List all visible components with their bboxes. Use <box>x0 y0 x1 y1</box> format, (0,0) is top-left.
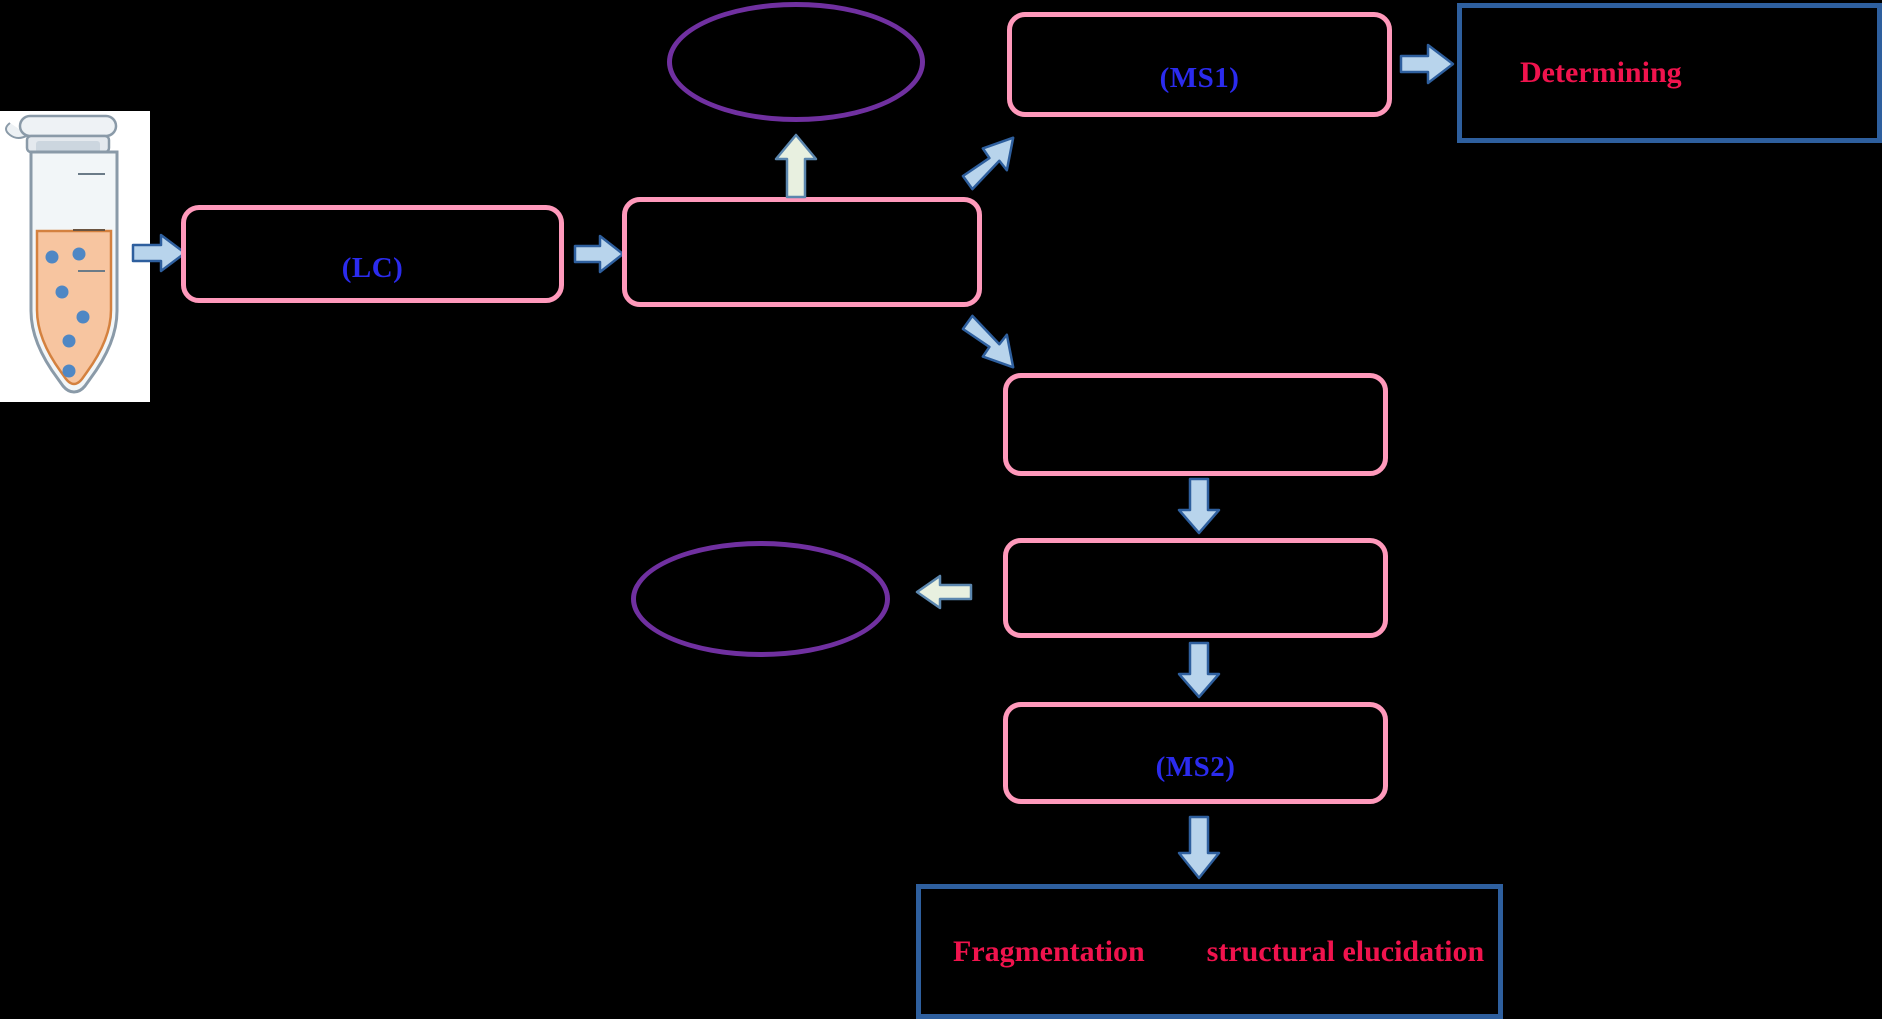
collision-box[interactable] <box>1003 538 1388 638</box>
arrow-separation-to-ms1 <box>948 123 1024 199</box>
sample-tube-image <box>0 111 150 402</box>
result-box-label-fragmentation: Fragmentation <box>953 934 1145 968</box>
result-box[interactable]: Fragmentation structural elucidation <box>916 884 1503 1019</box>
ms1-box-label: (MS1) <box>1159 62 1240 94</box>
arrow-collision-to-ms2 <box>1176 641 1222 699</box>
arrow-separation-to-selection <box>948 306 1024 382</box>
ms1-box[interactable]: (MS1) <box>1007 12 1392 117</box>
determining-box-label: Determining <box>1520 56 1682 89</box>
determining-box[interactable]: Determining <box>1457 3 1882 143</box>
result-box-label-structural-elucidation: structural elucidation <box>1206 934 1485 968</box>
arrow-ms2-to-result <box>1176 815 1222 881</box>
microcentrifuge-tube-icon <box>5 114 119 394</box>
arrow-lc-to-separation <box>573 233 625 275</box>
lc-box-label: (LC) <box>341 251 404 284</box>
arrow-collision-to-lower-ellipse <box>915 572 973 612</box>
ms2-box-label: (MS2) <box>1155 750 1236 783</box>
lc-box[interactable]: (LC) <box>181 205 564 303</box>
arrow-separation-to-top-ellipse <box>773 133 819 199</box>
lower-ellipse[interactable] <box>631 541 890 657</box>
arrow-sample-to-lc <box>131 232 187 274</box>
top-ellipse[interactable] <box>667 2 925 122</box>
ms2-box[interactable]: (MS2) <box>1003 702 1388 804</box>
arrow-selection-to-collision <box>1176 477 1222 535</box>
separation-box[interactable] <box>622 197 982 307</box>
selection-box[interactable] <box>1003 373 1388 476</box>
arrow-ms1-to-determining <box>1399 42 1455 86</box>
